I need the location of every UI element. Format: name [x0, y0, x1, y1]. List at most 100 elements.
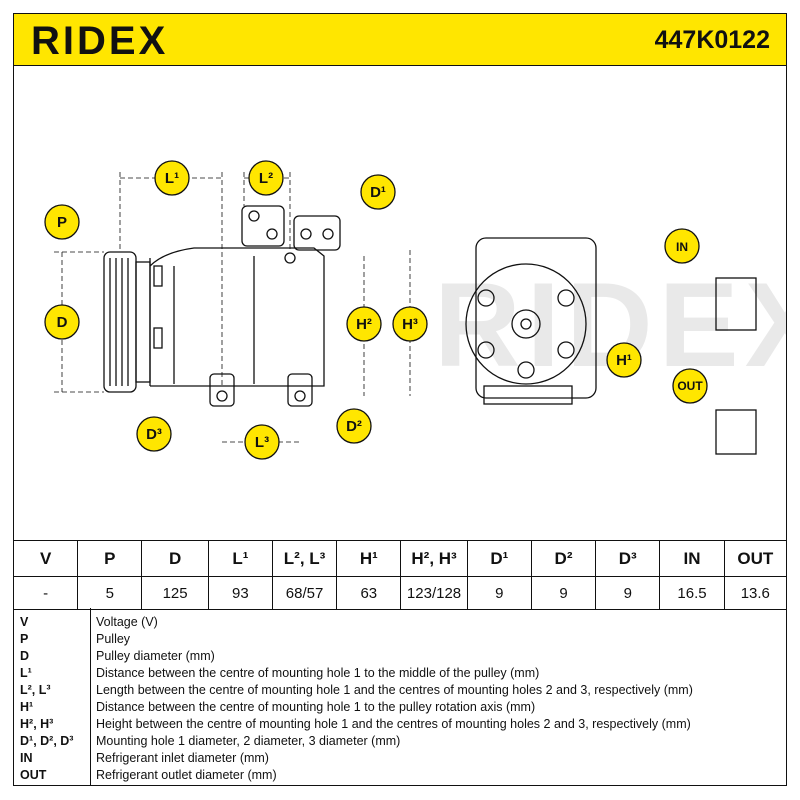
spec-header-cell: D³: [595, 540, 661, 577]
front-bolt-4: [557, 341, 575, 359]
legend-row: H², H³ Height between the centre of moun…: [14, 716, 786, 733]
label-d3: D³: [146, 426, 162, 443]
label-p: P: [57, 214, 67, 231]
body-slot-2: [153, 327, 163, 349]
label-l2: L²: [259, 170, 273, 187]
mount-ear-3: [287, 373, 313, 407]
mount-hole-2: [284, 252, 296, 264]
body-ribs: [173, 256, 255, 384]
label-d: D: [57, 314, 68, 331]
callout-out: OUT: [672, 368, 708, 404]
spec-header-row: V P D L¹ L², L³ H¹ H², H³ D¹ D² D³ IN OU…: [12, 540, 788, 577]
spec-header-cell: IN: [659, 540, 725, 577]
part-number: 447K0122: [654, 26, 770, 54]
spec-value-cell: 123/128: [400, 576, 468, 610]
front-housing: [475, 237, 597, 399]
spec-value-cell: 63: [336, 576, 402, 610]
spec-header-cell: P: [77, 540, 143, 577]
legend-key: D¹, D², D³: [20, 734, 74, 748]
legend-text: Mounting hole 1 diameter, 2 diameter, 3 …: [96, 734, 401, 748]
pulley: [103, 251, 137, 393]
compressor-drawing-svg: RIDEX: [44, 160, 786, 460]
legend-key: L², L³: [20, 683, 51, 697]
inlet-bolt-1: [248, 210, 260, 222]
label-out: OUT: [677, 379, 703, 393]
spec-value-cell: 16.5: [659, 576, 725, 610]
technical-drawing: RIDEX: [13, 66, 787, 540]
legend-row: OUT Refrigerant outlet diameter (mm): [14, 767, 786, 784]
callout-l1: L¹: [154, 160, 190, 196]
side-view: [103, 205, 341, 407]
legend-key: L¹: [20, 666, 32, 680]
spec-header-cell: D¹: [466, 540, 532, 577]
pulley-hub: [135, 261, 151, 383]
port-details: [715, 277, 757, 455]
outlet-bolt-2: [322, 228, 334, 240]
callout-h2: H²: [346, 306, 382, 342]
spec-value-cell: 9: [595, 576, 661, 610]
legend-text: Height between the centre of mounting ho…: [96, 717, 691, 731]
spec-header-cell: H², H³: [400, 540, 468, 577]
legend-key: D: [20, 649, 30, 663]
front-bolt-2: [557, 289, 575, 307]
mount-hole-1: [216, 390, 228, 402]
spec-value-cell: 5: [77, 576, 143, 610]
legend-row: L², L³ Length between the centre of moun…: [14, 682, 786, 699]
compressor-body: [149, 247, 325, 387]
front-bolt-5: [517, 361, 535, 379]
callout-h3: H³: [392, 306, 428, 342]
label-h1: H¹: [616, 352, 632, 369]
callout-in: IN: [664, 228, 700, 264]
legend-key: IN: [20, 751, 33, 765]
front-shaft: [511, 309, 541, 339]
label-h2: H²: [356, 316, 372, 333]
callout-l3: L³: [244, 424, 280, 460]
callout-h1: H¹: [606, 342, 642, 378]
legend-key: OUT: [20, 768, 47, 782]
spec-value-cell: 68/57: [271, 576, 338, 610]
legend-row: H¹ Distance between the centre of mounti…: [14, 699, 786, 716]
front-view: [465, 237, 597, 405]
outlet-bolt-1: [300, 228, 312, 240]
mount-hole-3: [294, 390, 306, 402]
legend-key: P: [20, 632, 29, 646]
legend-divider: [90, 608, 91, 785]
legend-row: IN Refrigerant inlet diameter (mm): [14, 750, 786, 767]
pulley-grooves: [109, 258, 129, 386]
label-in: IN: [676, 240, 688, 254]
spec-table: V P D L¹ L², L³ H¹ H², H³ D¹ D² D³ IN OU…: [12, 540, 788, 610]
front-foot: [483, 385, 573, 405]
callout-d1: D¹: [360, 174, 396, 210]
label-h3: H³: [402, 316, 418, 333]
front-face: [465, 263, 587, 385]
legend-text: Refrigerant outlet diameter (mm): [96, 768, 277, 782]
spec-value-cell: 13.6: [723, 576, 788, 610]
legend-text: Pulley diameter (mm): [96, 649, 215, 663]
out-port-detail: [715, 409, 757, 455]
inlet-fitting: [241, 205, 285, 247]
callout-p: P: [44, 204, 80, 240]
header-bar: RIDEX 447K0122: [13, 13, 787, 66]
label-d1: D¹: [370, 184, 386, 201]
label-d2: D²: [346, 418, 362, 435]
legend-text: Pulley: [96, 632, 131, 646]
legend-key: H¹: [20, 700, 34, 714]
legend-key: V: [20, 615, 29, 629]
legend-key: H², H³: [20, 717, 54, 731]
callout-d2: D²: [336, 408, 372, 444]
legend-text: Length between the centre of mounting ho…: [96, 683, 693, 697]
spec-value-row: - 5 125 93 68/57 63 123/128 9 9 9 16.5 1…: [12, 576, 788, 610]
spec-value-cell: 125: [141, 576, 209, 610]
spec-value-cell: 9: [466, 576, 532, 610]
outlet-fitting: [293, 215, 341, 251]
spec-header-cell: L², L³: [271, 540, 338, 577]
brand-logo: RIDEX: [31, 19, 169, 63]
legend-row: P Pulley: [14, 631, 786, 648]
front-bolt-3: [477, 341, 495, 359]
in-port-detail: [715, 277, 757, 331]
spec-header-cell: OUT: [723, 540, 788, 577]
spec-header-cell: V: [12, 540, 79, 577]
inlet-bolt-2: [266, 228, 278, 240]
spec-value-cell: -: [12, 576, 79, 610]
legend-row: V Voltage (V): [14, 614, 786, 631]
